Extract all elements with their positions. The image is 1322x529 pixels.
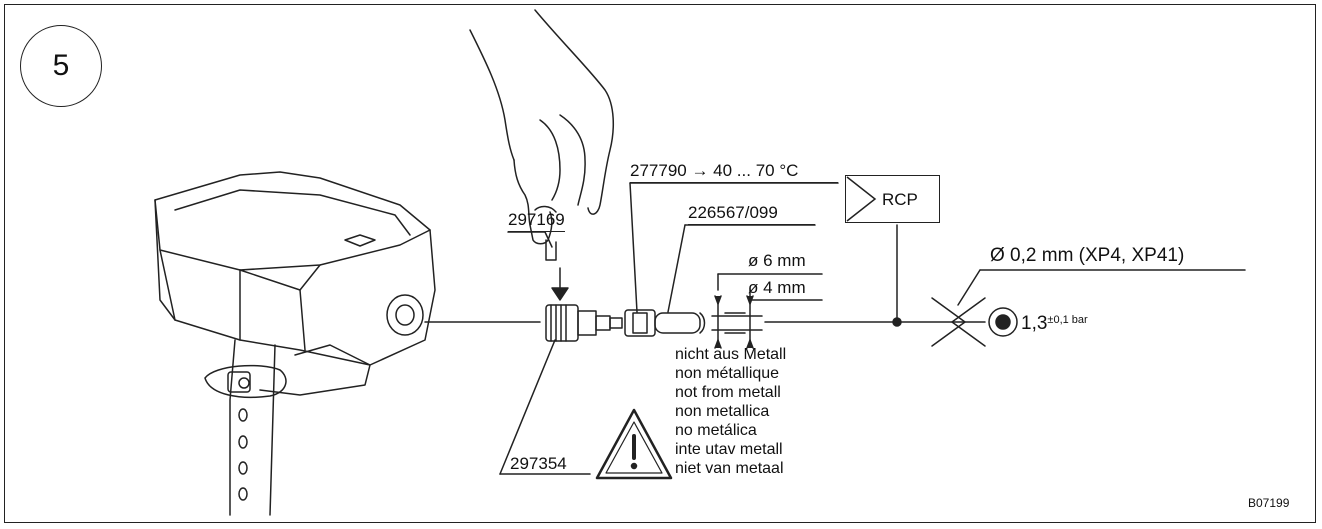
label-277790: 277790 → 40 ... 70 °C [630,162,838,183]
down-arrow-icon [551,267,569,301]
material-notes: nicht aus Metall non métallique not from… [675,345,786,478]
label-nozzle: Ø 0,2 mm (XP4, XP41) [990,245,1185,266]
note-line: non métallique [675,365,780,382]
rcp-label: RCP [882,190,918,209]
dimension-marks [711,273,823,349]
rcp-arrow-icon [846,175,876,222]
note-line: nicht aus Metall [675,346,787,363]
label-297354: 297354 [510,454,567,473]
rcp-box: RCP [845,175,940,223]
label-dia-6mm: ø 6 mm [748,251,806,270]
fitting-297354 [545,304,623,342]
connector-277790 [624,309,706,337]
pressure-value: 1,3 [1021,313,1048,334]
label-226567: 226567/099 [688,204,815,225]
pressure-source-icon [988,307,1018,337]
diagram-frame [4,4,1316,523]
step-number: 5 [20,25,102,107]
note-line: non metallica [675,403,770,420]
note-line: no metálica [675,422,757,439]
drawing-id: B07199 [1248,496,1290,510]
note-line: inte utav metall [675,441,783,458]
label-pressure: 1,3±0,1 bar [1021,314,1088,336]
hand-icon [469,9,615,261]
controller-housing [154,171,436,516]
nozzle-symbol [931,269,1246,347]
label-dia-4mm: ø 4 mm [748,278,806,297]
warning-triangle-icon [595,408,673,480]
step-number-text: 5 [52,49,70,82]
note-line: not from metall [675,384,781,401]
pressure-tolerance: ±0,1 bar [1047,314,1088,326]
label-297169: 297169 [508,211,565,232]
note-line: niet van metaal [675,460,784,477]
